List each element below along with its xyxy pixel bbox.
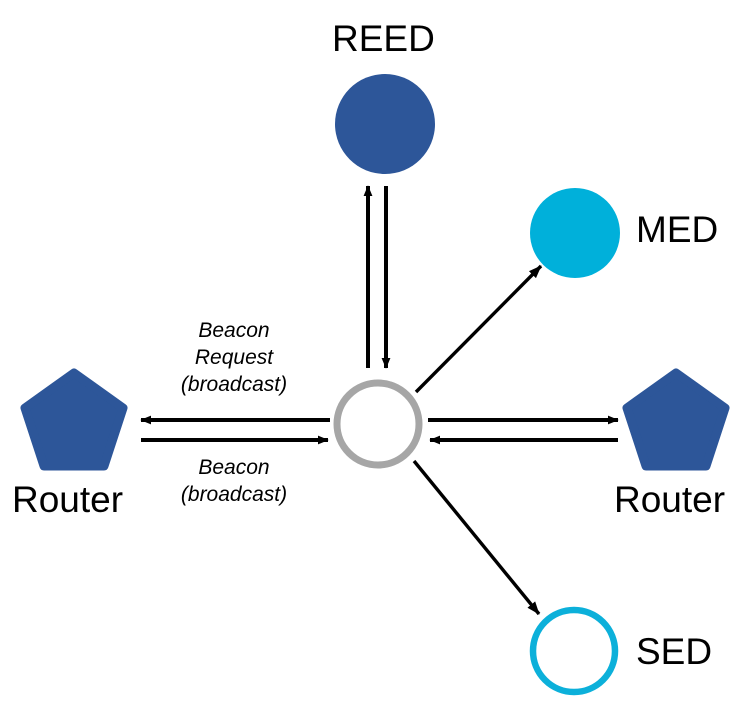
edge-label-beacon-request-line-3: (broadcast) — [180, 372, 288, 396]
node-label-router-right: Router — [614, 479, 726, 520]
edge-label-beacon-line-1: Beacon — [198, 456, 270, 479]
node-center-device[interactable] — [333, 379, 423, 469]
edge-label-beacon-request-line-1: Beacon — [198, 319, 270, 342]
node-router-right[interactable] — [622, 368, 730, 471]
edge-center-to-sed — [412, 459, 541, 616]
edge-group-reed — [363, 185, 391, 369]
node-label-sed: SED — [636, 631, 713, 672]
node-sed[interactable] — [529, 606, 619, 696]
node-reed[interactable] — [335, 74, 435, 174]
node-label-med: MED — [636, 209, 719, 250]
node-label-reed: REED — [332, 18, 435, 59]
edge-group-router-right — [428, 415, 619, 445]
edge-label-beacon-request-line-2: Request — [194, 345, 274, 369]
node-label-router-left: Router — [12, 479, 124, 520]
edge-label-beacon-request: Beacon Request (broadcast) — [168, 318, 300, 399]
node-med[interactable] — [530, 188, 620, 278]
edge-group-router-left — [140, 415, 330, 445]
edge-center-to-med — [414, 264, 543, 394]
edge-label-beacon-line-2: (broadcast) — [180, 482, 288, 506]
node-router-left[interactable] — [20, 368, 128, 471]
edge-label-beacon: Beacon (broadcast) — [168, 455, 300, 509]
